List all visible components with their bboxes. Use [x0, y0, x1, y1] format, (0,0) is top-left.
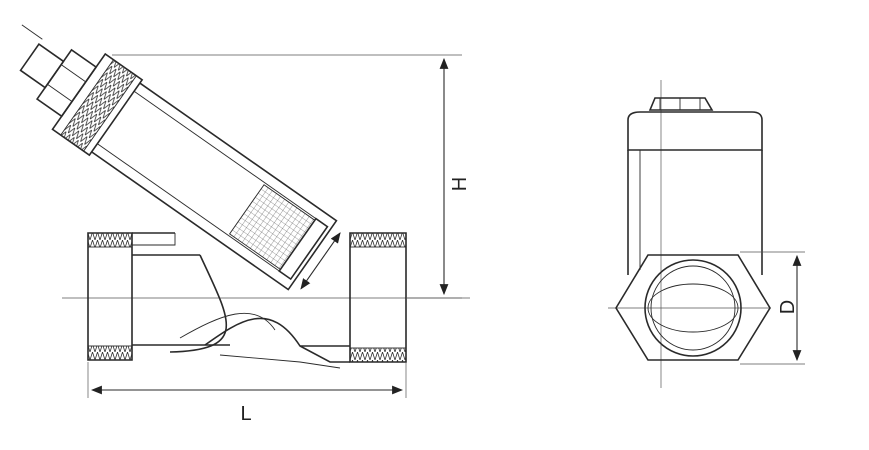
left-thread-top [87, 232, 133, 248]
right-thread-bottom [349, 347, 407, 363]
left-thread-bottom [87, 345, 133, 361]
right-port [349, 232, 407, 363]
screen-dia-arrow [300, 232, 341, 290]
bonnet-body [91, 82, 338, 291]
hex-body [615, 254, 771, 361]
diameter-label: D [777, 300, 799, 314]
port-inner-circle [650, 265, 736, 351]
end-view: D [608, 80, 805, 388]
bonnet-cap [627, 111, 763, 151]
height-label: H [449, 177, 471, 191]
left-port [87, 232, 133, 361]
section-view: H L [19, 24, 471, 425]
cap-top-nut [648, 97, 714, 111]
right-thread-top [349, 232, 407, 248]
port-outer-circle [644, 259, 742, 357]
drain-plug [19, 43, 65, 89]
length-label: L [240, 403, 251, 425]
